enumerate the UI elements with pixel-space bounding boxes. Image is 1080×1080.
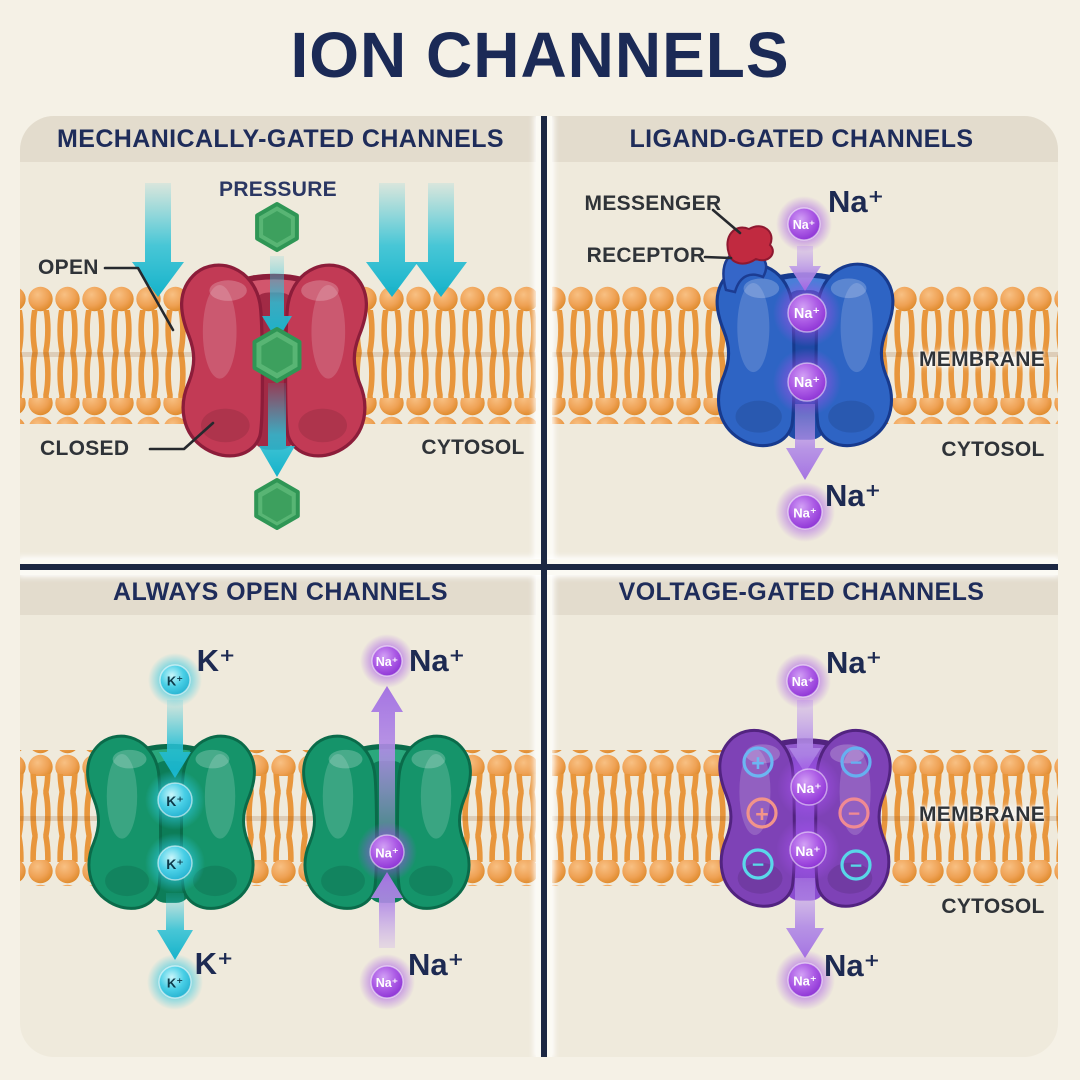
svg-text:+: + (755, 801, 768, 827)
svg-text:Na⁺: Na⁺ (792, 675, 815, 689)
na-ion: Na⁺ (359, 954, 415, 1010)
messenger-molecule (726, 225, 774, 265)
messenger-callout-line (711, 208, 742, 235)
k-ion: K⁺ (147, 954, 203, 1010)
k-ion: K⁺ (145, 770, 205, 830)
exit-arrow (786, 878, 824, 958)
svg-text:+: + (751, 750, 764, 776)
entry-arrow (789, 700, 821, 773)
quadrant-mechanically-gated (20, 183, 541, 530)
na-ion: Na⁺ (773, 348, 841, 416)
exit-arrow (786, 404, 824, 480)
quadrant-always-open: K⁺ K⁺ K⁺ K⁺ Na⁺ (20, 634, 541, 1010)
closed-callout-line (148, 421, 215, 451)
pressure-molecule-hexagon (252, 327, 302, 383)
pressure-arrow (132, 183, 184, 297)
na-ion: Na⁺ (776, 196, 832, 252)
diagram-panel: Na⁺ Na⁺ Na⁺ Na⁺ (20, 116, 1058, 1057)
svg-text:Na⁺: Na⁺ (794, 306, 820, 322)
charge-minus-icon: − (840, 849, 872, 881)
diagram-canvas: Na⁺ Na⁺ Na⁺ Na⁺ (20, 183, 1058, 1010)
na-ion: Na⁺ (357, 822, 417, 882)
pore-arrow (262, 256, 292, 341)
na-ion: Na⁺ (775, 482, 835, 542)
pressure-arrow (366, 183, 418, 297)
svg-text:K⁺: K⁺ (167, 976, 183, 991)
svg-text:Na⁺: Na⁺ (376, 976, 399, 990)
exit-arrow (259, 383, 295, 477)
na-ion: Na⁺ (777, 755, 841, 819)
quadrant-ligand-gated: Na⁺ Na⁺ Na⁺ Na⁺ (546, 196, 1058, 542)
divider-vertical (541, 116, 547, 1057)
svg-text:K⁺: K⁺ (166, 856, 184, 872)
k-ion: K⁺ (148, 653, 202, 707)
k-ion: K⁺ (145, 833, 205, 893)
svg-text:−: − (848, 803, 860, 826)
open-callout-line (103, 266, 175, 332)
header-voltage-gated: VOLTAGE-GATED CHANNELS (545, 569, 1058, 615)
page-title: ION CHANNELS (290, 19, 790, 91)
na-ion: Na⁺ (775, 653, 831, 709)
svg-text:Na⁺: Na⁺ (795, 843, 820, 859)
charge-plus-icon: + (742, 746, 774, 778)
na-ion: Na⁺ (360, 634, 414, 688)
svg-text:Na⁺: Na⁺ (796, 780, 821, 796)
pressure-arrow (415, 183, 467, 297)
entry-arrow (789, 246, 821, 291)
charge-minus-icon: − (840, 746, 872, 778)
svg-text:Na⁺: Na⁺ (793, 974, 816, 989)
na-ion: Na⁺ (775, 950, 835, 1010)
receptor-callout-line (703, 255, 733, 260)
svg-text:K⁺: K⁺ (166, 793, 184, 809)
charge-minus-icon: − (742, 848, 774, 880)
svg-text:Na⁺: Na⁺ (793, 218, 816, 232)
svg-text:Na⁺: Na⁺ (376, 655, 399, 669)
k-exit-arrow (157, 893, 193, 960)
header-ligand-gated: LIGAND-GATED CHANNELS (545, 116, 1058, 162)
divider-horizontal (20, 564, 1058, 570)
pressure-molecule-hexagon (255, 202, 299, 252)
header-mechanically-gated: MECHANICALLY-GATED CHANNELS (20, 116, 541, 162)
na-ion: Na⁺ (773, 279, 841, 347)
svg-text:−: − (850, 855, 862, 878)
na-ion: Na⁺ (776, 818, 840, 882)
quadrant-voltage-gated: + − + − − − (546, 653, 1058, 1010)
k-entry-arrow (159, 700, 191, 778)
header-always-open: ALWAYS OPEN CHANNELS (20, 569, 541, 615)
svg-text:−: − (850, 752, 862, 775)
charge-plus-icon: + (746, 797, 778, 829)
na-up-arrow (371, 686, 403, 845)
svg-text:−: − (752, 854, 764, 877)
charge-minus-icon: − (838, 797, 870, 829)
svg-text:K⁺: K⁺ (167, 674, 183, 689)
svg-text:Na⁺: Na⁺ (794, 375, 820, 391)
svg-text:Na⁺: Na⁺ (375, 846, 398, 861)
pressure-molecule-hexagon (254, 478, 300, 530)
svg-text:Na⁺: Na⁺ (793, 506, 816, 521)
na-up-arrow (371, 872, 403, 948)
